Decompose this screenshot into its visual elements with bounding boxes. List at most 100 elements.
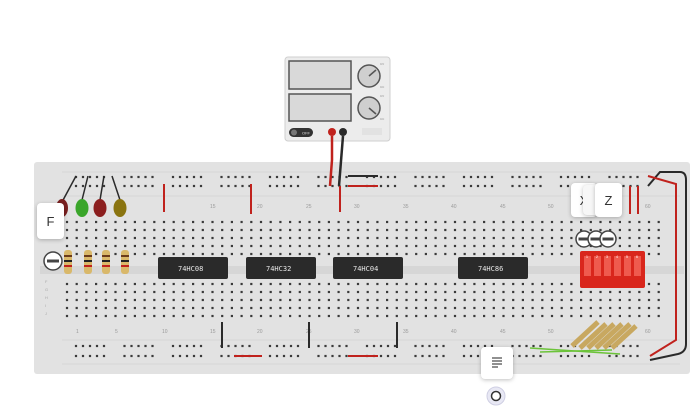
breadboard-hole[interactable] [356, 236, 360, 240]
breadboard-hole[interactable] [469, 344, 473, 348]
breadboard-hole[interactable] [338, 344, 341, 348]
breadboard-hole[interactable] [144, 354, 147, 358]
breadboard-hole[interactable] [327, 236, 330, 240]
breadboard-hole[interactable] [114, 314, 117, 318]
breadboard-hole[interactable] [324, 344, 327, 348]
breadboard-hole[interactable] [133, 220, 136, 224]
breadboard-hole[interactable] [599, 220, 602, 224]
breadboard-hole[interactable] [268, 175, 272, 179]
breadboard-hole[interactable] [240, 282, 243, 286]
breadboard-hole[interactable] [566, 354, 570, 358]
chip-74hc08[interactable]: 74HC08 [158, 257, 228, 279]
breadboard-hole[interactable] [636, 175, 639, 179]
breadboard-hole[interactable] [570, 314, 573, 318]
breadboard-hole[interactable] [75, 236, 78, 240]
breadboard-hole[interactable] [74, 354, 78, 358]
breadboard-hole[interactable] [347, 282, 350, 286]
breadboard-hole[interactable] [356, 220, 360, 224]
breadboard-hole[interactable] [327, 306, 330, 310]
resistor[interactable] [602, 322, 632, 350]
breadboard-hole[interactable] [85, 290, 88, 294]
breadboard-hole[interactable] [483, 184, 487, 188]
breadboard-hole[interactable] [192, 290, 195, 294]
breadboard-hole[interactable] [114, 298, 117, 302]
breadboard-hole[interactable] [550, 220, 554, 224]
breadboard-hole[interactable] [560, 290, 563, 294]
breadboard-hole[interactable] [137, 175, 140, 179]
breadboard-hole[interactable] [95, 354, 99, 358]
breadboard-hole[interactable] [415, 306, 418, 310]
breadboard-hole[interactable] [144, 184, 147, 188]
breadboard-hole[interactable] [85, 236, 88, 240]
breadboard-hole[interactable] [124, 244, 127, 248]
breadboard-hole[interactable] [308, 236, 311, 240]
breadboard-hole[interactable] [379, 175, 383, 179]
breadboard-hole[interactable] [424, 306, 427, 310]
breadboard-hole[interactable] [220, 175, 223, 179]
breadboard-hole[interactable] [114, 282, 117, 286]
breadboard-hole[interactable] [230, 282, 233, 286]
breadboard-hole[interactable] [104, 306, 107, 310]
breadboard-hole[interactable] [171, 184, 175, 188]
breadboard-hole[interactable] [386, 282, 389, 286]
breadboard-hole[interactable] [469, 354, 473, 358]
breadboard-hole[interactable] [153, 314, 156, 318]
breadboard-hole[interactable] [337, 252, 340, 256]
breadboard-hole[interactable] [327, 252, 330, 256]
breadboard-hole[interactable] [182, 244, 185, 248]
breadboard-hole[interactable] [531, 244, 534, 248]
breadboard-hole[interactable] [483, 244, 486, 248]
breadboard-hole[interactable] [599, 298, 602, 302]
breadboard-hole[interactable] [512, 314, 515, 318]
breadboard-hole[interactable] [104, 228, 107, 232]
breadboard-hole[interactable] [386, 184, 390, 188]
breadboard-hole[interactable] [318, 228, 321, 232]
breadboard-hole[interactable] [453, 228, 457, 232]
breadboard-hole[interactable] [298, 228, 301, 232]
breadboard-hole[interactable] [618, 290, 621, 294]
breadboard-hole[interactable] [240, 252, 243, 256]
breadboard-hole[interactable] [151, 184, 154, 188]
breadboard-hole[interactable] [512, 236, 515, 240]
positive-terminal[interactable] [328, 128, 336, 136]
breadboard-hole[interactable] [298, 306, 301, 310]
breadboard-hole[interactable] [317, 344, 320, 348]
breadboard-hole[interactable] [318, 314, 321, 318]
breadboard-hole[interactable] [629, 344, 632, 348]
breadboard-hole[interactable] [541, 220, 544, 224]
breadboard-hole[interactable] [532, 344, 535, 348]
breadboard-hole[interactable] [250, 290, 253, 294]
breadboard-hole[interactable] [182, 282, 185, 286]
breadboard-hole[interactable] [240, 244, 243, 248]
breadboard-hole[interactable] [331, 344, 334, 348]
breadboard-hole[interactable] [201, 220, 204, 224]
breadboard-hole[interactable] [395, 244, 398, 248]
breadboard-hole[interactable] [65, 236, 69, 240]
breadboard-hole[interactable] [386, 314, 389, 318]
breadboard-hole[interactable] [221, 236, 224, 240]
breadboard-hole[interactable] [221, 244, 224, 248]
led[interactable] [113, 199, 127, 217]
breadboard-hole[interactable] [143, 298, 146, 302]
breadboard-hole[interactable] [81, 184, 85, 188]
breadboard-hole[interactable] [114, 252, 117, 256]
breadboard-hole[interactable] [483, 314, 486, 318]
breadboard-hole[interactable] [124, 282, 127, 286]
breadboard-hole[interactable] [570, 282, 573, 286]
breadboard-hole[interactable] [201, 306, 204, 310]
breadboard-hole[interactable] [65, 228, 69, 232]
breadboard-hole[interactable] [240, 236, 243, 240]
breadboard-hole[interactable] [289, 282, 292, 286]
breadboard-hole[interactable] [192, 236, 195, 240]
breadboard-hole[interactable] [250, 236, 253, 240]
breadboard-hole[interactable] [580, 306, 583, 310]
breadboard-hole[interactable] [279, 298, 282, 302]
breadboard-hole[interactable] [599, 314, 602, 318]
dip-switch-toggle[interactable] [604, 256, 611, 276]
breadboard-hole[interactable] [525, 344, 528, 348]
breadboard-hole[interactable] [162, 228, 166, 232]
breadboard-hole[interactable] [201, 314, 204, 318]
breadboard-hole[interactable] [502, 228, 505, 232]
breadboard-hole[interactable] [230, 244, 233, 248]
breadboard-hole[interactable] [347, 298, 350, 302]
